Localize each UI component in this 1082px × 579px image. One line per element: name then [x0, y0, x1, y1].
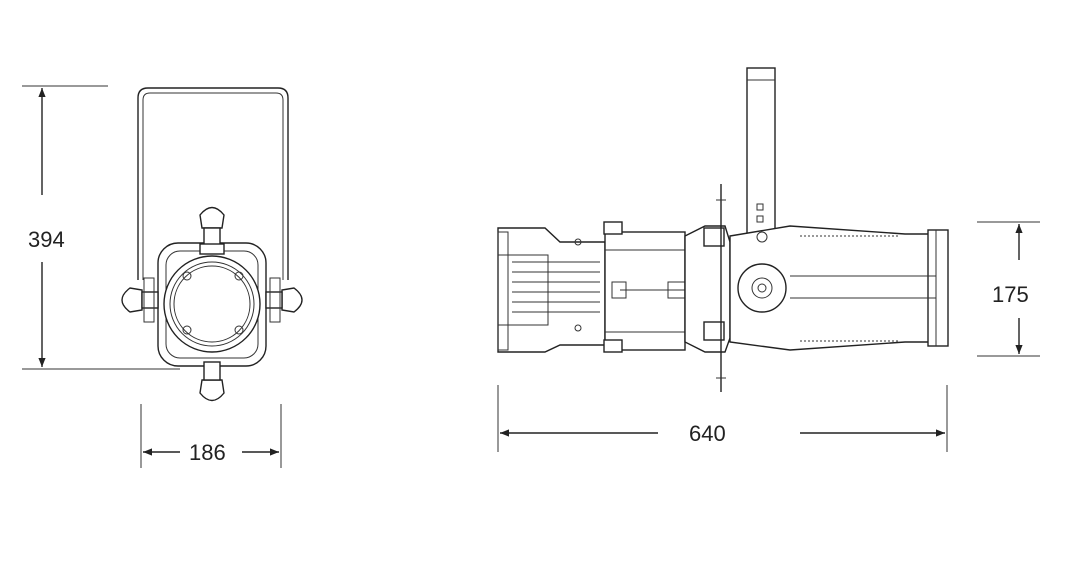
side-height-label: 175 — [992, 282, 1029, 307]
front-width-label: 186 — [189, 440, 226, 465]
side-barrel-ribs — [800, 235, 900, 342]
side-pivot-plate — [737, 263, 787, 313]
side-height-dimension: 175 — [977, 221, 1040, 357]
side-rear-housing — [497, 227, 606, 353]
front-right-knob — [281, 287, 303, 313]
front-view — [121, 87, 303, 402]
side-view — [497, 67, 949, 392]
front-height-label: 394 — [28, 227, 65, 252]
front-lens-outer — [163, 255, 261, 353]
front-top-knob — [199, 206, 225, 229]
side-front-ring — [927, 229, 949, 347]
side-shutter-section — [604, 231, 686, 351]
front-bottom-knob — [199, 379, 225, 402]
front-yoke — [137, 87, 289, 280]
side-length-label: 640 — [689, 421, 726, 446]
front-width-dimension: 186 — [140, 404, 282, 468]
side-length-dimension: 640 — [497, 385, 948, 452]
front-left-knob — [121, 287, 143, 313]
front-height-dimension: 394 — [22, 85, 180, 370]
